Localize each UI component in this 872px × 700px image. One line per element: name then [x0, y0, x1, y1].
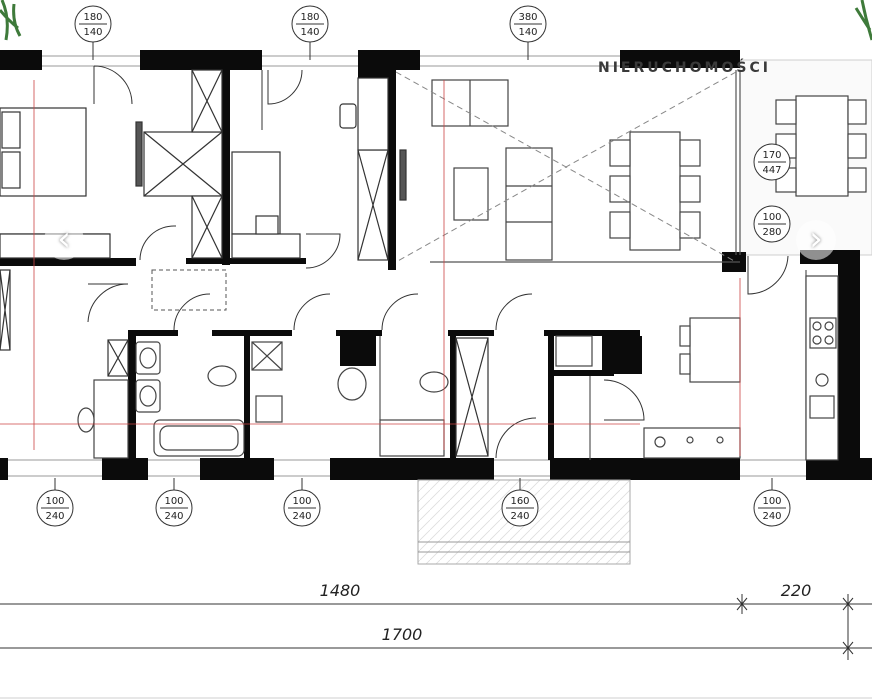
living-void-cross	[395, 71, 737, 263]
window-width-label: 160	[510, 496, 529, 507]
bathroom-fixtures	[77, 335, 593, 459]
kitchen-table	[679, 317, 741, 383]
window-marker: 100 240	[155, 478, 193, 527]
kitchen-counter	[643, 275, 839, 461]
previous-image-button[interactable]: ‹	[44, 220, 84, 260]
window-height-label: 140	[83, 27, 102, 38]
window-width-label: 380	[518, 12, 537, 23]
window-width-label: 180	[83, 12, 102, 23]
window-height-label: 240	[762, 511, 781, 522]
window-marker: 100 240	[36, 478, 74, 527]
window-marker: 100 280	[753, 205, 791, 243]
wardrobes	[0, 69, 489, 457]
living-furniture	[431, 79, 701, 261]
plant-left-decoration	[0, 0, 22, 41]
window-height-label: 240	[292, 511, 311, 522]
chevron-left-icon: ‹	[57, 219, 71, 259]
bedroom2-furniture	[231, 103, 407, 259]
window-height-label: 447	[762, 165, 781, 176]
window-height-label: 240	[510, 511, 529, 522]
window-marker: 180 140	[291, 5, 329, 60]
dimension-label-terrace: 220	[781, 581, 812, 600]
window-marker: 180 140	[74, 5, 112, 60]
window-width-label: 100	[164, 496, 183, 507]
window-width-label: 100	[762, 212, 781, 223]
terrace-table	[775, 95, 867, 197]
dimension-label-total: 1700	[382, 625, 423, 644]
watermark-text: NIERUCHOMOŚCI	[598, 58, 771, 76]
walls	[0, 50, 872, 480]
hall-dashed-area	[151, 269, 227, 311]
window-width-label: 100	[45, 496, 64, 507]
plant-right-decoration	[854, 0, 872, 41]
interior-lines	[0, 70, 807, 460]
window-width-label: 180	[300, 12, 319, 23]
window-width-label: 100	[292, 496, 311, 507]
window-marker: 100 240	[753, 478, 791, 527]
section-lines	[0, 80, 741, 456]
window-marker: 100 240	[283, 478, 321, 527]
chevron-right-icon: ›	[809, 219, 823, 259]
window-width-label: 170	[762, 150, 781, 161]
next-image-button[interactable]: ›	[796, 220, 836, 260]
window-height-label: 240	[45, 511, 64, 522]
window-height-label: 280	[762, 227, 781, 238]
door-swings	[87, 65, 789, 459]
window-height-label: 140	[300, 27, 319, 38]
dimension-label-main: 1480	[320, 581, 361, 600]
window-width-label: 100	[762, 496, 781, 507]
window-height-label: 240	[164, 511, 183, 522]
window-marker: 170 447	[753, 143, 791, 181]
dimension-lines	[0, 594, 872, 660]
window-marker: 160 240	[501, 478, 539, 527]
window-height-label: 140	[518, 27, 537, 38]
window-marker: 380 140	[509, 5, 547, 60]
